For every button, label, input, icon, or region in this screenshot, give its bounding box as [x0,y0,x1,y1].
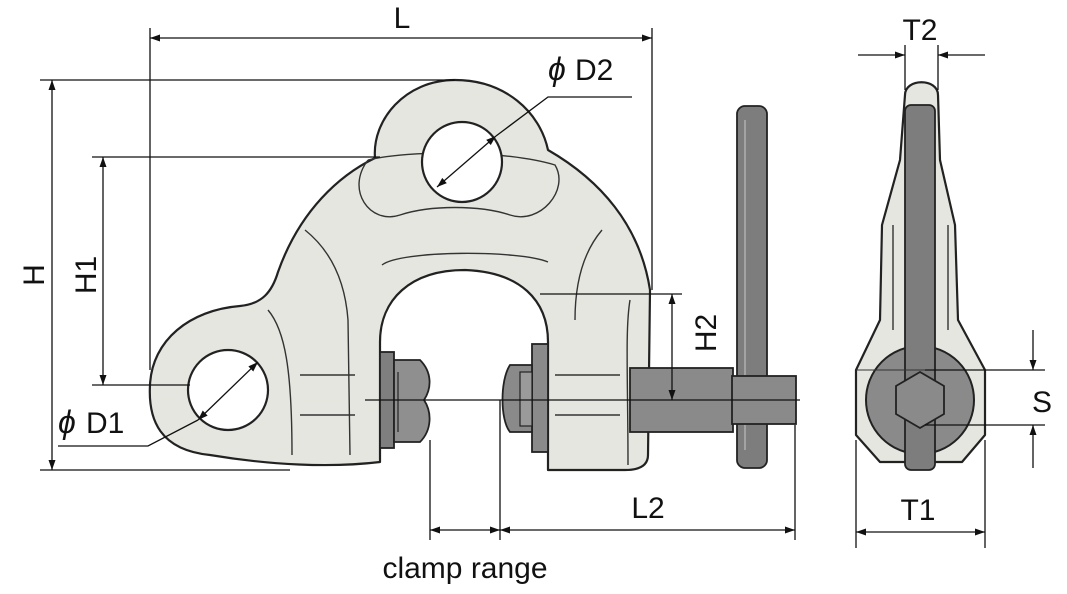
bevel-line [626,299,631,466]
label-d2: D2 [575,54,613,87]
leader-d1 [197,361,259,421]
leader-d2 [436,135,497,188]
label-h1: H1 [70,256,103,294]
leader-d2 [495,96,632,137]
upper-eye-hole [420,120,504,204]
label-t1: T1 [900,494,935,527]
bevel-line [267,309,293,456]
bevel-line [574,229,603,321]
label-clamp-range: clamp range [382,552,547,585]
screw-shaft [519,371,533,427]
side-body-bevel [892,225,949,330]
label-l: L [394,2,411,35]
label-h: H [18,264,51,286]
label-t2: T2 [902,14,937,47]
label-d1: D1 [86,407,124,440]
label-h2: H2 [690,314,723,352]
bevel-line [381,252,549,266]
clamp-body [148,78,652,472]
label-s: S [1032,386,1052,419]
screw-handle-assembly [629,105,797,469]
fixed-jaw-pad [393,359,431,443]
dimension-labels: L ϕ D2 H H1 H2 ϕ D1 L2 clamp range T2 T1… [18,2,1052,585]
clamp-body-front-view [148,78,652,472]
dimension-lines [40,28,1045,548]
clamp-side-view [854,81,995,471]
label-phi-d1: ϕ [58,404,76,440]
bevel-line [304,229,351,456]
hex-nut [895,370,945,430]
label-l2: L2 [631,492,664,525]
label-phi-d2: ϕ [548,51,566,87]
screw-collar [531,343,549,453]
leader-d1 [58,419,199,447]
